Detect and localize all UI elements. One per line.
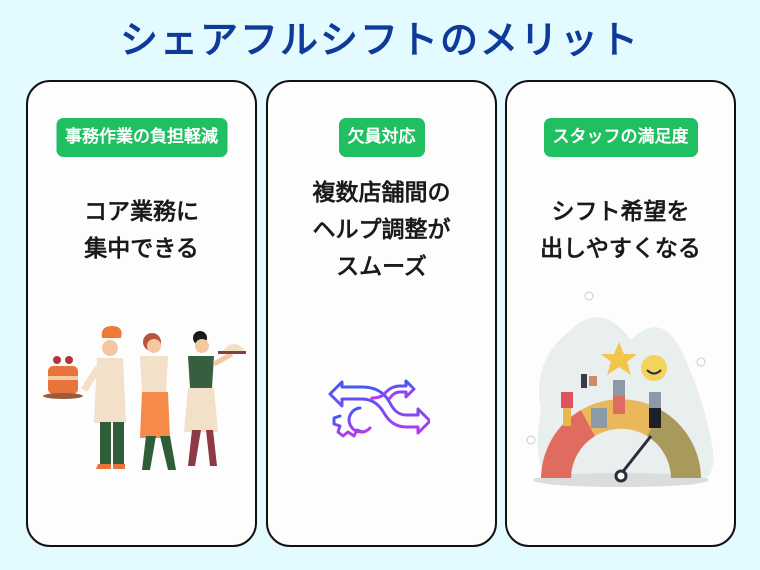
restaurant-staff-illustration	[43, 326, 246, 470]
shuffle-arrows-gear-icon	[328, 379, 430, 438]
headline-line: 集中できる	[84, 236, 199, 262]
headline-line: 複数店舗間の	[312, 180, 451, 206]
merit-card-vacancy: 欠員対応 複数店舗間の ヘルプ調整が スムーズ	[266, 80, 497, 547]
card-badge: 欠員対応	[338, 118, 425, 157]
card-badge: 事務作業の負担軽減	[56, 118, 227, 157]
satisfaction-gauge-illustration	[526, 291, 714, 487]
headline-line: 出しやすくなる	[540, 236, 701, 262]
merit-card-admin-burden: 事務作業の負担軽減 コア業務に 集中できる	[26, 80, 257, 547]
card-headline: シフト希望を 出しやすくなる	[507, 194, 734, 268]
headline-line: スムーズ	[336, 254, 427, 280]
card-badge: スタッフの満足度	[543, 118, 698, 157]
headline-line: ヘルプ調整が	[312, 217, 451, 243]
card-headline: 複数店舗間の ヘルプ調整が スムーズ	[268, 175, 495, 286]
page-title: シェアフルシフトのメリット	[119, 18, 640, 62]
card-headline: コア業務に 集中できる	[28, 194, 255, 268]
headline-line: コア業務に	[84, 199, 199, 225]
merit-card-staff-satisfaction: スタッフの満足度 シフト希望を 出しやすくなる	[505, 80, 736, 547]
headline-line: シフト希望を	[551, 199, 690, 225]
